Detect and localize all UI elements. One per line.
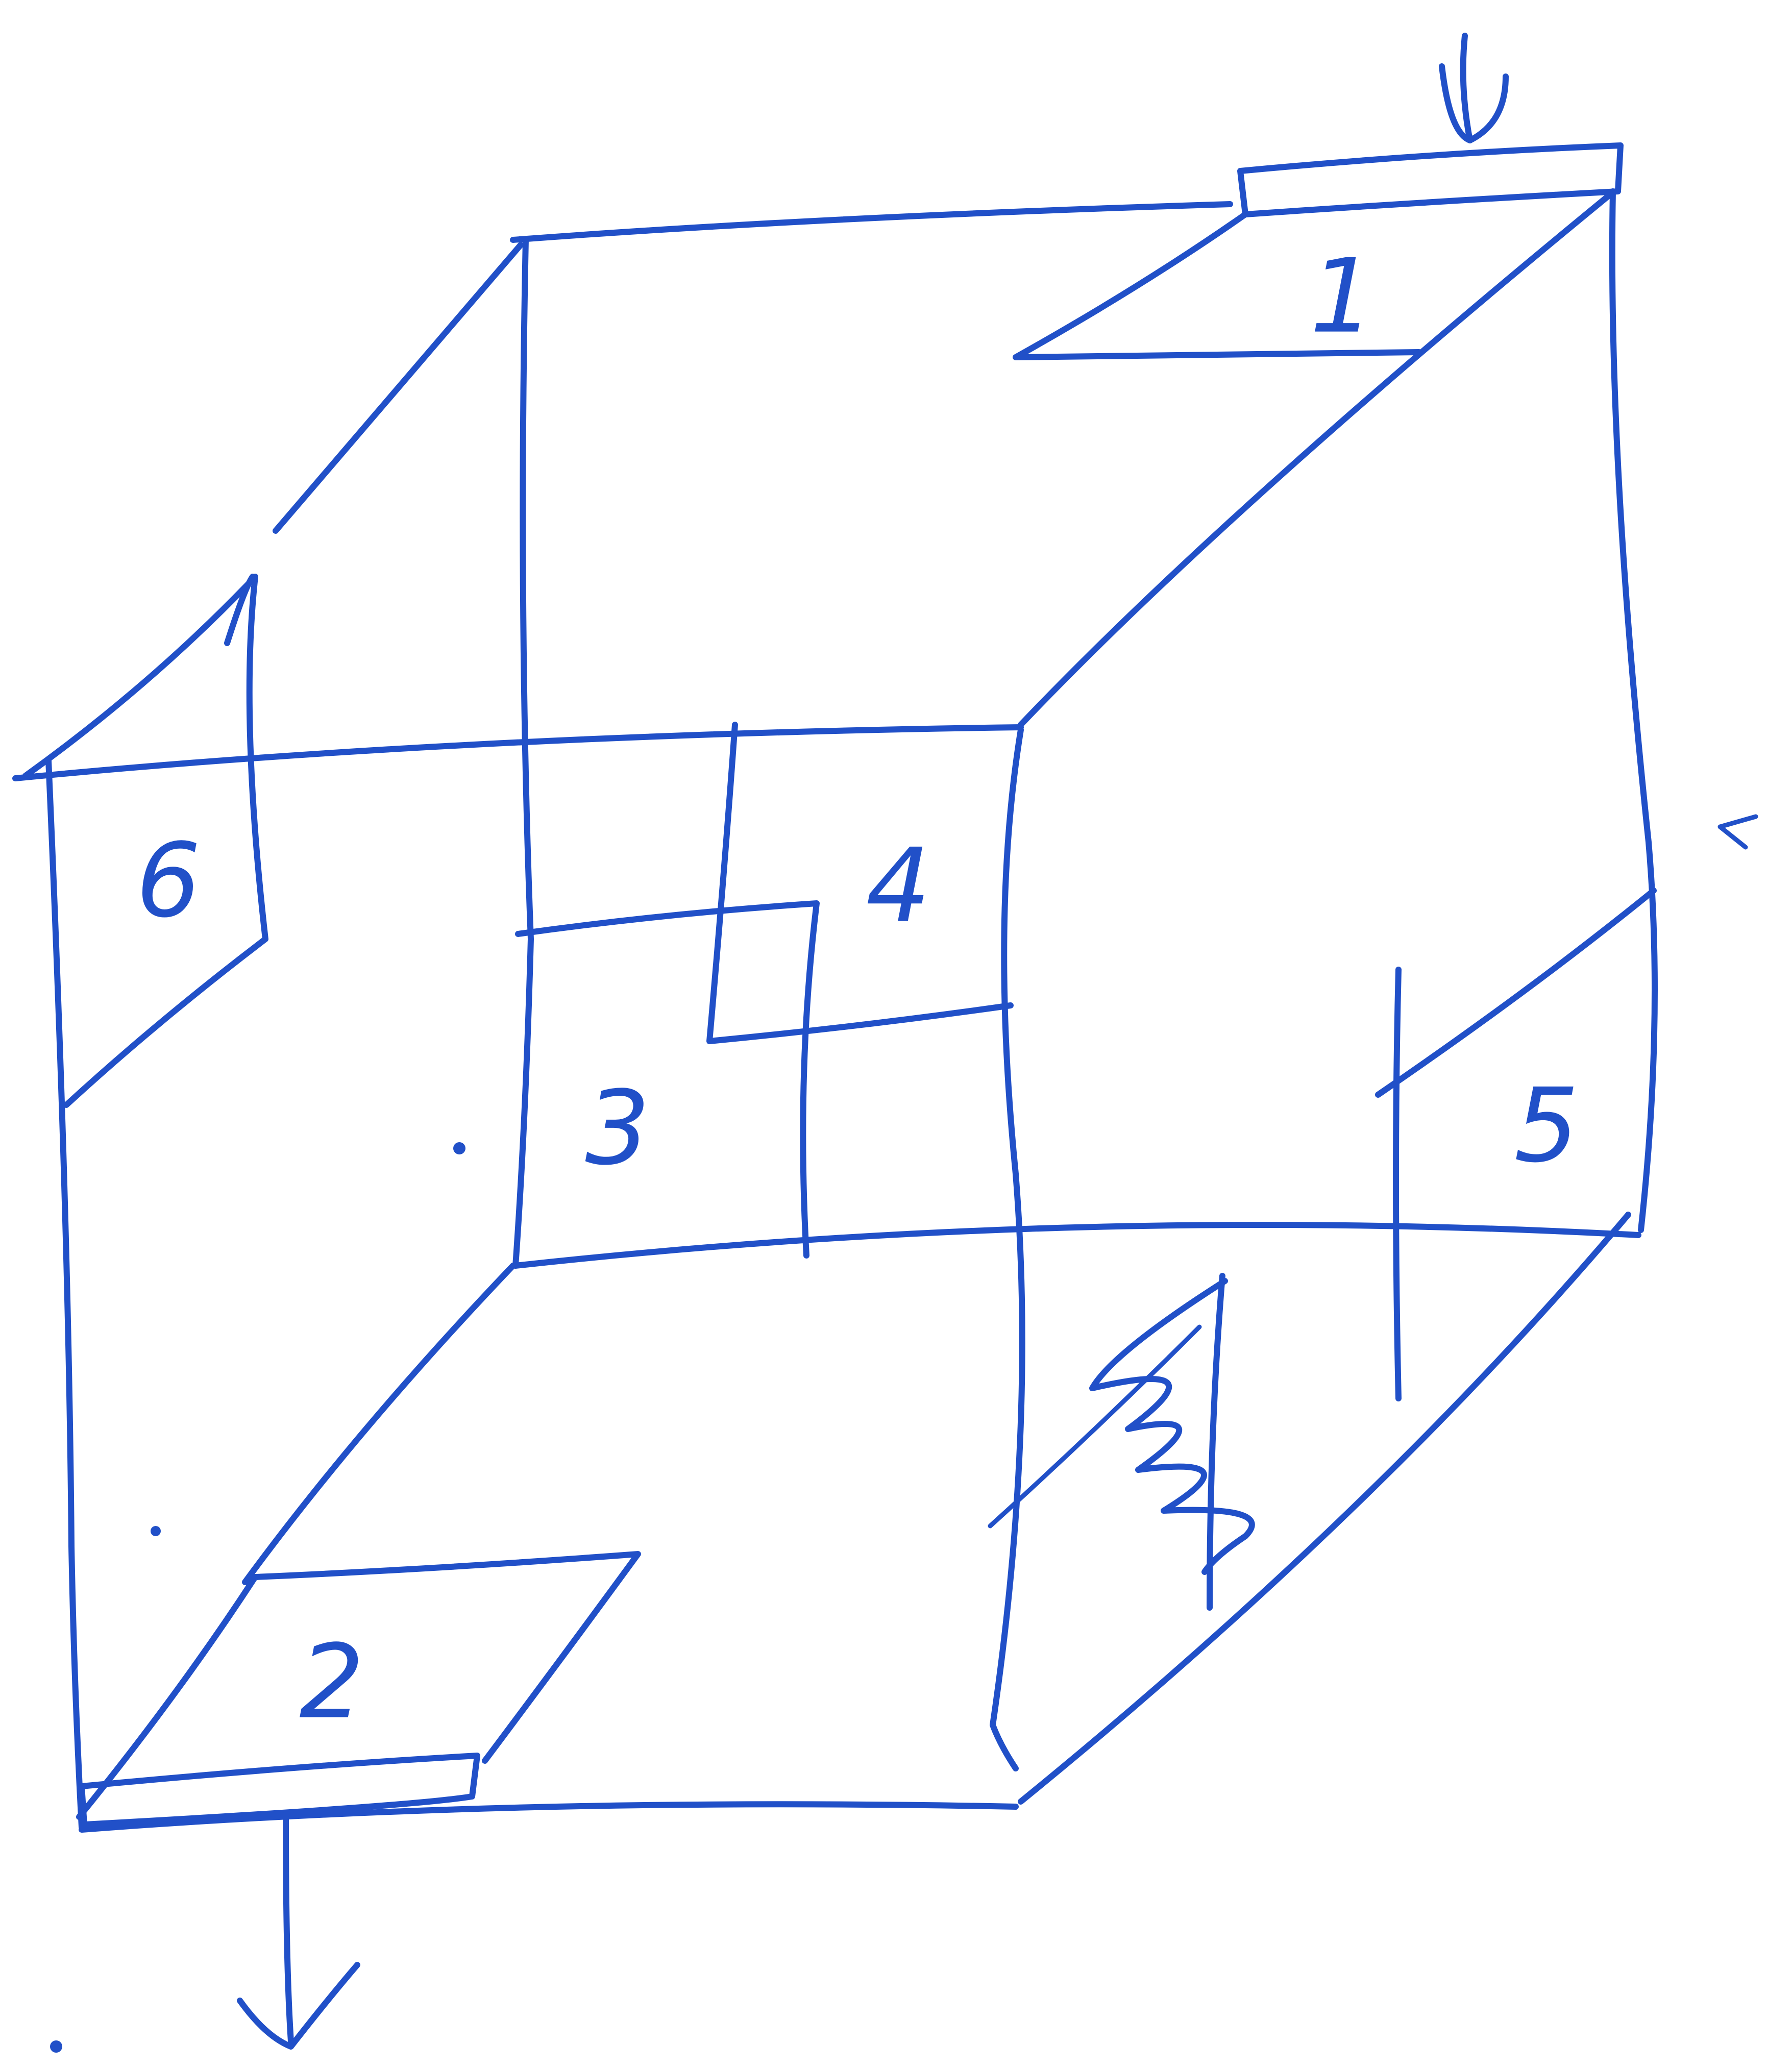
arrow-down-top-shaft: [1463, 36, 1470, 140]
stray-dots: [50, 1142, 465, 2053]
depth-edge-top-left: [276, 245, 521, 531]
arrow-down-bottom-shaft: [286, 1817, 291, 2041]
depth-edge-bottom-right: [1021, 1215, 1628, 1802]
depth-edge-bottom-left: [245, 1266, 513, 1582]
back-face-bottom-edge: [515, 1225, 1638, 1266]
back-face-left-edge: [515, 240, 531, 1266]
back-face-right-edge: [1612, 191, 1655, 1230]
label-4: 4: [866, 827, 930, 946]
plate-1-top: [1240, 145, 1621, 214]
back-face-top-edge: [513, 204, 1230, 240]
front-face-left-edge: [48, 760, 82, 1827]
plate-2-bottom: [82, 1756, 477, 1825]
arrow-down-top-head: [1442, 66, 1506, 140]
stray-dot: [50, 2040, 62, 2053]
depth-edges: [245, 196, 1628, 1802]
region-3-outline: [518, 903, 817, 1255]
front-face-right-edge: [993, 730, 1022, 1768]
spring-symbol: [990, 1276, 1252, 1608]
label-2: 2: [299, 1623, 364, 1742]
region-5: 5: [1378, 817, 1756, 1398]
region-4-outline: [709, 725, 1011, 1041]
label-5: 5: [1514, 1067, 1579, 1186]
label-3: 3: [585, 1069, 650, 1188]
region-5-divider: [1396, 970, 1398, 1398]
label-1: 1: [1310, 237, 1374, 356]
arrow-right-small: [1720, 817, 1756, 847]
region-1-plate: 1: [1016, 36, 1621, 357]
region-2-plate: 2: [79, 1554, 638, 2047]
region-3-4: 3 4: [518, 725, 1011, 1255]
label-6: 6: [136, 822, 201, 941]
stray-dot: [151, 1526, 161, 1536]
arrow-down-bottom-head: [240, 1965, 357, 2047]
spring-coil: [1092, 1281, 1252, 1572]
stray-dot: [453, 1142, 465, 1154]
region-5-outline: [1378, 891, 1654, 1095]
back-face: [513, 191, 1655, 1266]
front-face-top-edge: [15, 727, 1021, 778]
